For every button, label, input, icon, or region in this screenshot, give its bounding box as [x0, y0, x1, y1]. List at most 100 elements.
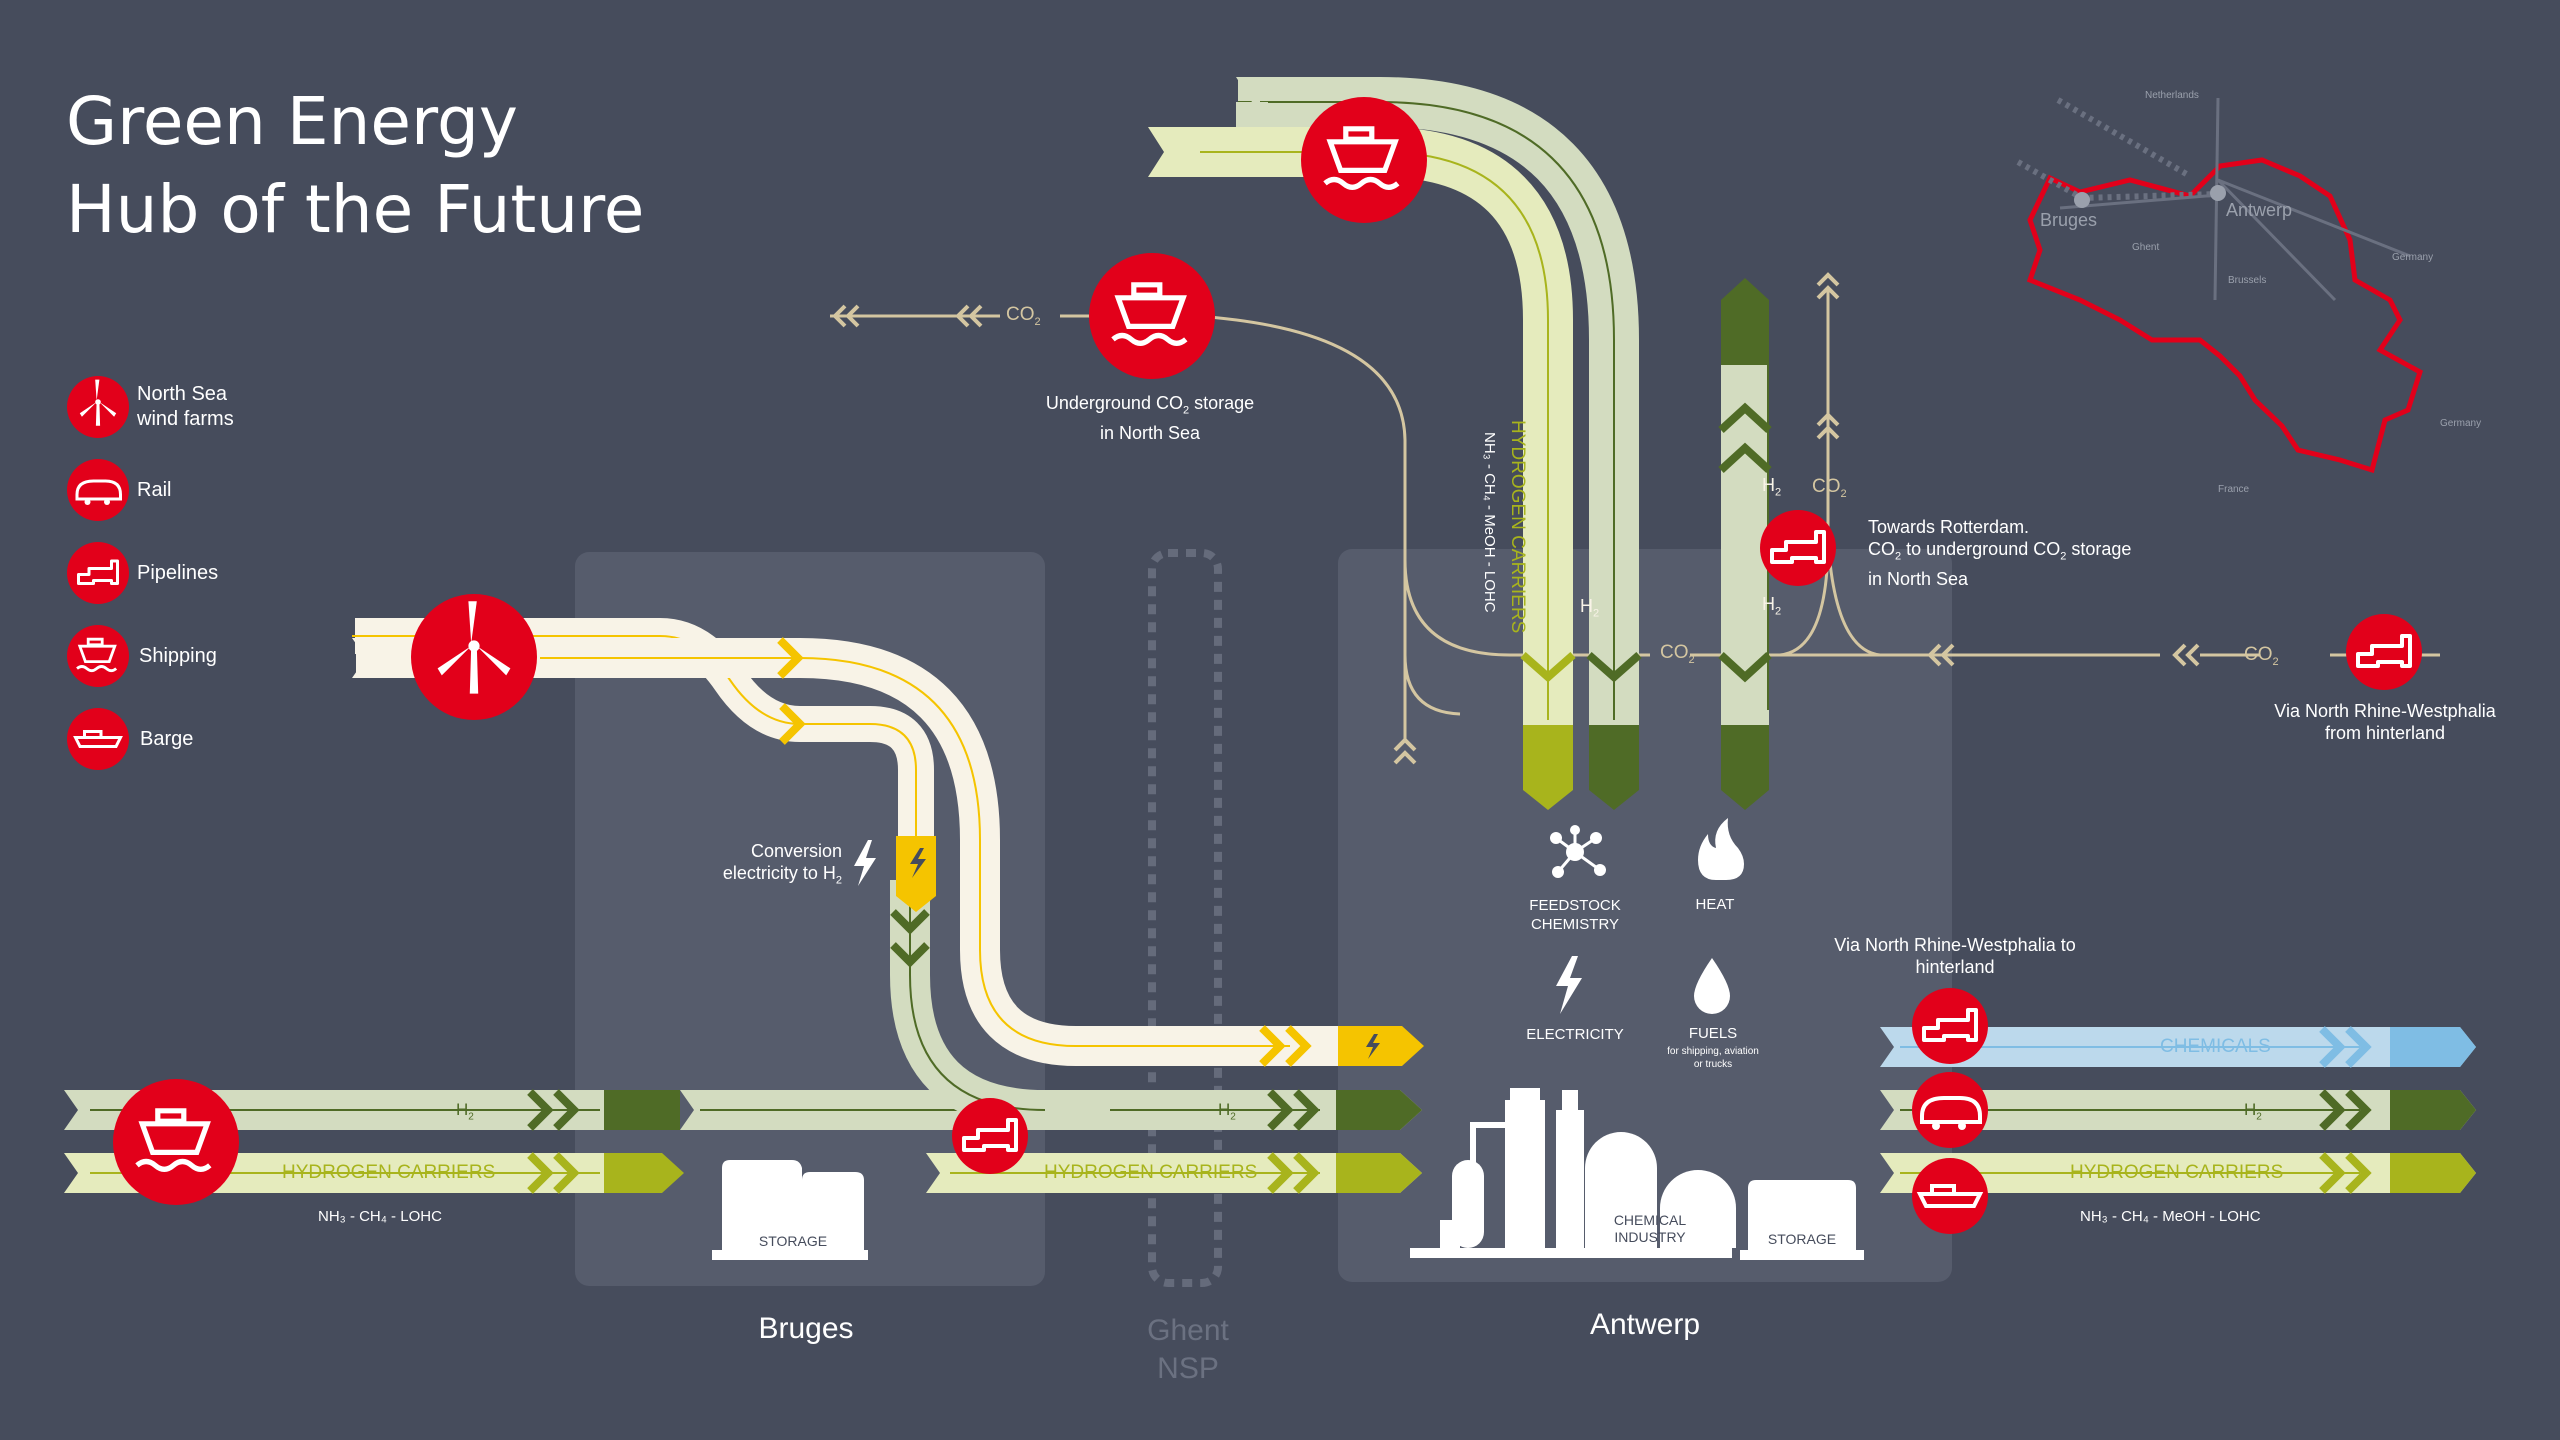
heat-icon [1698, 818, 1744, 880]
h2-label-rotterdam-bottom: H2 [1762, 594, 1782, 618]
conversion-line-1: Conversion [750, 841, 842, 861]
carriers-sub-left: NH₃ - CH₄ - LOHC [318, 1208, 442, 1225]
fuels-icon [1694, 958, 1730, 1014]
city-ghent-line-1: Ghent [1147, 1314, 1229, 1347]
electricity-icon [1556, 956, 1582, 1014]
carriers-label-right: HYDROGEN CARRIERS [2070, 1162, 2284, 1183]
pipeline-rotterdam-node [1760, 510, 1836, 586]
carriers-sub-right: NH₃ - CH₄ - MeOH - LOHC [2080, 1208, 2261, 1225]
storage-north-sea-line-1: Underground CO2 storage [1045, 393, 1255, 417]
map-label-antwerp: Antwerp [2226, 200, 2293, 220]
rotterdam-line-2: CO2 to underground CO2 storage [1868, 539, 2132, 563]
carriers-label-vertical: HYDROGEN CARRIERS [1507, 420, 1528, 634]
chemical-line-1: CHEMICAL [1613, 1212, 1687, 1228]
storage-antwerp-label: STORAGE [1767, 1231, 1837, 1247]
legend-barge-icon [67, 708, 129, 770]
city-bruges: Bruges [758, 1312, 854, 1345]
map-label-france: France [2218, 484, 2250, 495]
co2-label-rotterdam: CO2 [1812, 476, 1847, 500]
nrw-from-line-1: Via North Rhine-Westphalia [2274, 701, 2496, 721]
conversion-bolt-icon [854, 840, 876, 886]
h2-label-right: H2 [2244, 1100, 2262, 1123]
carriers-sub-vertical: NH₃ - CH₄ - MeOH - LOHC [1481, 432, 1498, 613]
ship-co2-node [1089, 253, 1215, 379]
nrw-to-line-1: Via North Rhine-Westphalia to [1834, 935, 2076, 955]
chemical-line-2: INDUSTRY [1614, 1229, 1686, 1245]
storage-antwerp-icon [1748, 1180, 1856, 1250]
wind-farm-node [411, 594, 537, 720]
h2-label-rotterdam-top: H2 [1762, 475, 1782, 499]
map-label-brussels: Brussels [2228, 275, 2267, 286]
ship-top-node [1301, 97, 1427, 223]
legend-ship-icon [67, 625, 129, 687]
legend-rail-label: Rail [137, 479, 172, 501]
rotterdam-line-1: Towards Rotterdam. [1868, 517, 2030, 537]
chemical-industry-icon [1410, 1088, 1736, 1258]
nrw-to-line-2: hinterland [1915, 957, 1995, 977]
rotterdam-line-3: in North Sea [1868, 568, 1969, 589]
map-label-netherlands: Netherlands [2145, 90, 2199, 101]
map-label-ghent: Ghent [2132, 242, 2160, 253]
legend-pipeline-icon [67, 542, 129, 604]
storage-bruges-label: STORAGE [758, 1233, 828, 1249]
legend-rail-icon [67, 459, 129, 521]
legend-wind-label: North Sea wind farms [137, 382, 234, 432]
chemical-industry-label: CHEMICAL INDUSTRY [1590, 1212, 1710, 1246]
h2-label-vertical: H2 [1580, 596, 1600, 620]
ship-left-node [113, 1079, 239, 1205]
nrw-to-annotation: Via North Rhine-Westphalia to hinterland [1810, 934, 2100, 978]
h2-label-middle: H2 [1218, 1100, 1236, 1123]
co2-label-ship: CO2 [1006, 304, 1041, 328]
barge-node [1912, 1158, 1988, 1234]
h2-label-left: H2 [456, 1100, 474, 1123]
ghent-nsp-zone [1148, 549, 1222, 1287]
rotterdam-annotation: Towards Rotterdam. CO2 to underground CO… [1868, 516, 2168, 590]
storage-north-sea-annotation: Underground CO2 storage in North Sea [1000, 392, 1300, 444]
co2-arrows [832, 272, 2200, 765]
storage-north-sea-line-2: in North Sea [1099, 422, 1201, 443]
belgium-map [2016, 97, 2424, 474]
legend-pipeline-label: Pipelines [137, 562, 219, 584]
fuels-sub-line-1: for shipping, aviation [1667, 1046, 1759, 1057]
legend-wind-line-1: North Sea [137, 383, 228, 405]
antwerp-zone [1338, 549, 1952, 1282]
map-label-germany-top: Germany [2392, 252, 2434, 263]
storage-bruges-icon [722, 1160, 802, 1250]
fuels-sub-line-2: or trucks [1693, 1059, 1733, 1070]
conversion-node [896, 836, 936, 912]
pipeline-chemicals-node [1912, 988, 1988, 1064]
legend-barge-label: Barge [140, 728, 194, 750]
chemicals-label: CHEMICALS [2160, 1036, 2271, 1057]
title-line-2: Hub of the Future [66, 171, 645, 248]
pipeline-nrw-node [2346, 614, 2422, 690]
carriers-label-left: HYDROGEN CARRIERS [282, 1162, 496, 1183]
heat-label: HEAT [1695, 896, 1735, 913]
rail-node [1912, 1072, 1988, 1148]
conversion-line-2: electricity to H2 [722, 863, 842, 887]
map-label-bruges: Bruges [2040, 210, 2098, 230]
feedstock-line-1: FEEDSTOCK [1529, 897, 1621, 914]
legend-ship-label: Shipping [139, 645, 217, 667]
title-line-1: Green Energy [66, 83, 518, 160]
feedstock-line-2: CHEMISTRY [1530, 916, 1620, 933]
city-ghent-line-2: NSP [1157, 1352, 1219, 1385]
legend-wind-icon [67, 376, 129, 438]
fuels-line-1: FUELS [1688, 1025, 1738, 1042]
electricity-label: ELECTRICITY [1526, 1026, 1624, 1043]
map-label-germany-bottom: Germany [2440, 418, 2482, 429]
city-antwerp: Antwerp [1589, 1308, 1701, 1341]
pipeline-bruges-node [952, 1098, 1028, 1174]
page-title: Green Energy Hub of the Future [66, 78, 644, 254]
co2-label-antwerp: CO2 [1660, 642, 1695, 666]
nrw-from-line-2: from hinterland [2324, 723, 2446, 743]
co2-label-nrw: CO2 [2244, 644, 2279, 668]
feedstock-chemistry-icon [1550, 825, 1606, 878]
carriers-label-middle: HYDROGEN CARRIERS [1044, 1162, 1258, 1183]
legend-wind-line-2: wind farms [137, 408, 234, 430]
feedstock-label: FEEDSTOCK CHEMISTRY [1500, 896, 1650, 934]
conversion-annotation: Conversion electricity to H2 [700, 840, 842, 892]
fuels-label: FUELS for shipping, aviation or trucks [1640, 1026, 1786, 1071]
